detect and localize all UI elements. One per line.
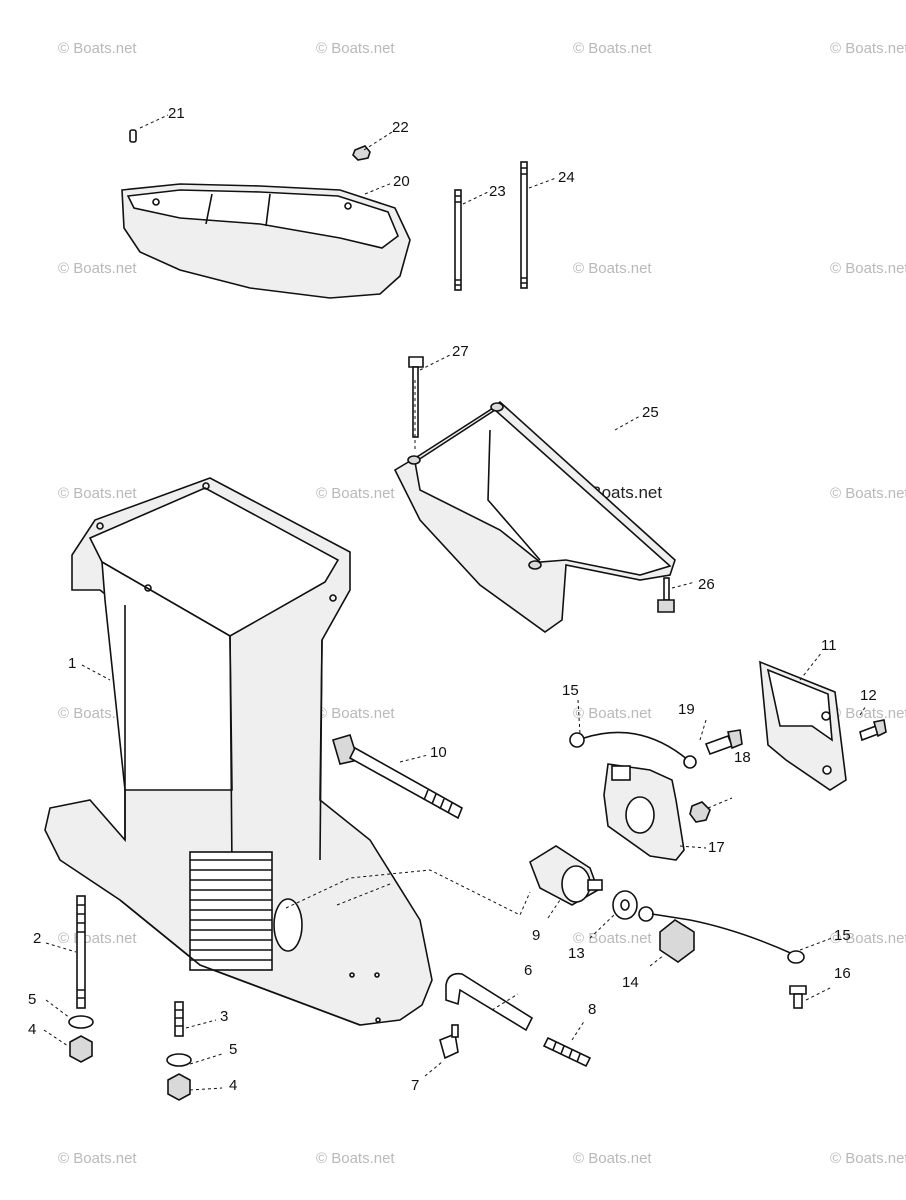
part-13-washer: [612, 890, 638, 920]
callout-4: 4: [229, 1077, 237, 1094]
part-16-screw: [789, 985, 807, 1009]
watermark: © Boats.net: [830, 485, 906, 502]
part-3-stud: [174, 1001, 184, 1037]
callout-18: 18: [734, 749, 751, 766]
part-22-nut: [352, 145, 371, 161]
callout-5: 5: [28, 991, 36, 1008]
leader-lines: [43, 114, 867, 1091]
callout-20: 20: [393, 173, 410, 190]
watermark: © Boats.net: [316, 705, 395, 722]
watermark: © Boats.net: [830, 1150, 906, 1167]
callout-1: 1: [68, 655, 76, 672]
callout-23: 23: [489, 183, 506, 200]
part-14-cap-nut: [659, 919, 695, 963]
part-7-elbow-fitting: [439, 1024, 459, 1060]
part-4-nut: [167, 1073, 191, 1101]
part-4-nut: [69, 1035, 93, 1063]
callout-14: 14: [622, 974, 639, 991]
part-24-stud: [520, 161, 528, 289]
callout-7: 7: [411, 1077, 419, 1094]
callouts: 21 22 20 23 24 27 25 26 1 11 15 12 19 10…: [28, 105, 877, 1094]
callout-24: 24: [558, 169, 575, 186]
part-1-driveshaft-housing: [44, 477, 433, 1026]
callout-16: 16: [834, 965, 851, 982]
callout-26: 26: [698, 576, 715, 593]
part-26-bolt: [657, 577, 675, 613]
callout-8: 8: [588, 1001, 596, 1018]
watermark: © Boats.net: [316, 40, 395, 57]
part-6-water-tube: [445, 972, 534, 1032]
part-8-screw: [542, 1036, 592, 1068]
watermark: © Boats.net: [58, 485, 137, 502]
watermark: © Boats.net: [573, 930, 652, 947]
watermark: © Boats.net: [573, 705, 652, 722]
callout-9: 9: [532, 927, 540, 944]
watermark: © Boats.net: [830, 705, 906, 722]
part-21-dowel-pin: [129, 129, 137, 143]
watermark: © Boats.net: [316, 1150, 395, 1167]
callout-15: 15: [834, 927, 851, 944]
callout-12: 12: [860, 687, 877, 704]
callout-21: 21: [168, 105, 185, 122]
watermark: © Boats.net: [58, 930, 137, 947]
callout-13: 13: [568, 945, 585, 962]
callout-22: 22: [392, 119, 409, 136]
watermark: © Boats.net: [58, 260, 137, 277]
callout-19: 19: [678, 701, 695, 718]
callout-25: 25: [642, 404, 659, 421]
part-12-screw: [859, 719, 887, 742]
watermark: © Boats.net: [573, 40, 652, 57]
watermark: © Boats.net: [830, 260, 906, 277]
part-25-shroud: [393, 400, 676, 633]
callout-5: 5: [229, 1041, 237, 1058]
part-11-cover-plate: [759, 660, 847, 791]
callout-3: 3: [220, 1008, 228, 1025]
part-20-adapter-plate: [121, 183, 411, 299]
part-5-washer: [166, 1053, 192, 1067]
part-10-bolt: [332, 734, 464, 820]
watermark: © Boats.net: [573, 1150, 652, 1167]
part-9-rubber-mount: [529, 845, 603, 906]
watermark: © Boats.net: [830, 40, 906, 57]
watermark: © Boats.net: [573, 260, 652, 277]
callout-15: 15: [562, 682, 579, 699]
watermark: © Boats.net: [58, 1150, 137, 1167]
part-5-washer: [68, 1015, 94, 1029]
watermark: © Boats.net: [316, 485, 395, 502]
callout-10: 10: [430, 744, 447, 761]
part-19-screw: [704, 729, 743, 756]
callout-27: 27: [452, 343, 469, 360]
part-23-stud: [454, 189, 462, 291]
callout-11: 11: [821, 637, 837, 654]
watermark: © Boats.net: [830, 930, 906, 947]
callout-17: 17: [708, 839, 725, 856]
part-17-mount-bracket: [603, 763, 685, 861]
part-2-stud: [76, 895, 86, 1009]
part-15-ground-strap: [569, 731, 697, 769]
part-15-ground-strap: [638, 906, 805, 964]
callout-6: 6: [524, 962, 532, 979]
part-18-nut: [689, 801, 711, 823]
watermark: © Boats.net: [58, 40, 137, 57]
callout-4: 4: [28, 1021, 36, 1038]
callout-2: 2: [33, 930, 41, 947]
